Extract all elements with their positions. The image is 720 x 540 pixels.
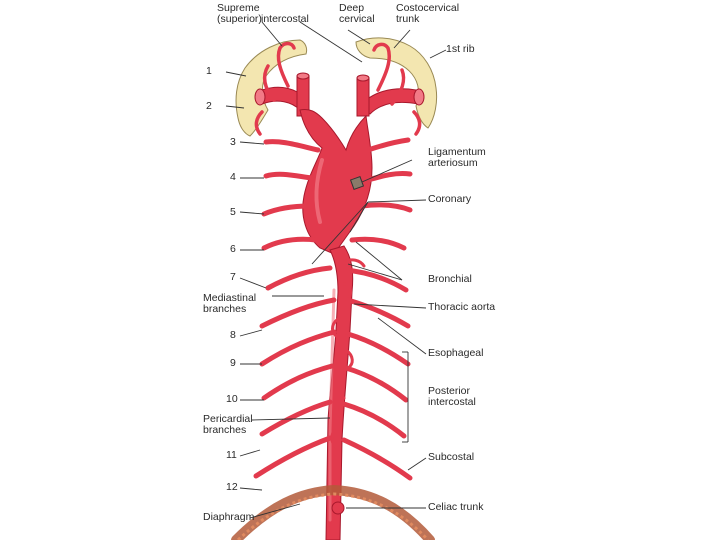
label-supreme-superior: Supreme (superior): [217, 2, 262, 25]
supreme-intercostal-branches: [254, 41, 422, 136]
rib-number-4: 4: [230, 171, 236, 183]
label-esophageal: Esophageal: [428, 347, 484, 359]
right-carotid-artery: [356, 77, 370, 117]
diaphragm-band-inner: [236, 492, 430, 540]
rib-number-10: 10: [226, 393, 238, 405]
label-pericardial-branches: Pericardial branches: [203, 413, 253, 436]
ligamentum-arteriosum-stub: [349, 175, 365, 191]
rib-number-1: 1: [206, 65, 212, 77]
label-ligamentum-arteriosum: Ligamentum arteriosum: [428, 146, 486, 169]
left-carotid-cut: [296, 72, 310, 80]
rib-number-11: 11: [226, 449, 237, 461]
left-subclavian-cut: [254, 88, 266, 106]
label-celiac-trunk: Celiac trunk: [428, 501, 484, 513]
rib-number-6: 6: [230, 243, 236, 255]
label-diaphragm: Diaphragm: [203, 511, 255, 523]
rib-number-9: 9: [230, 357, 236, 369]
rib-number-5: 5: [230, 206, 236, 218]
leader-lines: [225, 21, 447, 519]
right-subclavian-cut: [413, 88, 425, 106]
rib-number-8: 8: [230, 329, 236, 341]
label-mediastinal-branches: Mediastinal branches: [203, 292, 257, 315]
label-subcostal: Subcostal: [428, 451, 475, 463]
label-thoracic-aorta: Thoracic aorta: [428, 301, 496, 313]
label-deep-cervical: Deep cervical: [339, 2, 375, 25]
diaphragm-band: [231, 484, 435, 540]
rib-number-7: 7: [230, 271, 236, 283]
right-carotid-cut: [356, 74, 370, 82]
rib-number-3: 3: [230, 136, 236, 148]
celiac-trunk-origin: [331, 501, 345, 515]
rib-number-2: 2: [206, 100, 212, 112]
left-intercostal-arteries: [253, 139, 337, 479]
label-first-rib: 1st rib: [446, 43, 475, 55]
label-posterior-intercostal: Posterior intercostal: [428, 385, 476, 408]
label-coronary: Coronary: [428, 193, 472, 205]
rib-number-12: 12: [226, 481, 238, 493]
label-costocervical-trunk: Costocervical trunk: [396, 2, 460, 25]
visceral-branches: [330, 258, 366, 450]
label-bronchial: Bronchial: [428, 273, 472, 285]
arch-highlight: [314, 158, 324, 224]
label-intercostal: intercostal: [261, 13, 309, 25]
